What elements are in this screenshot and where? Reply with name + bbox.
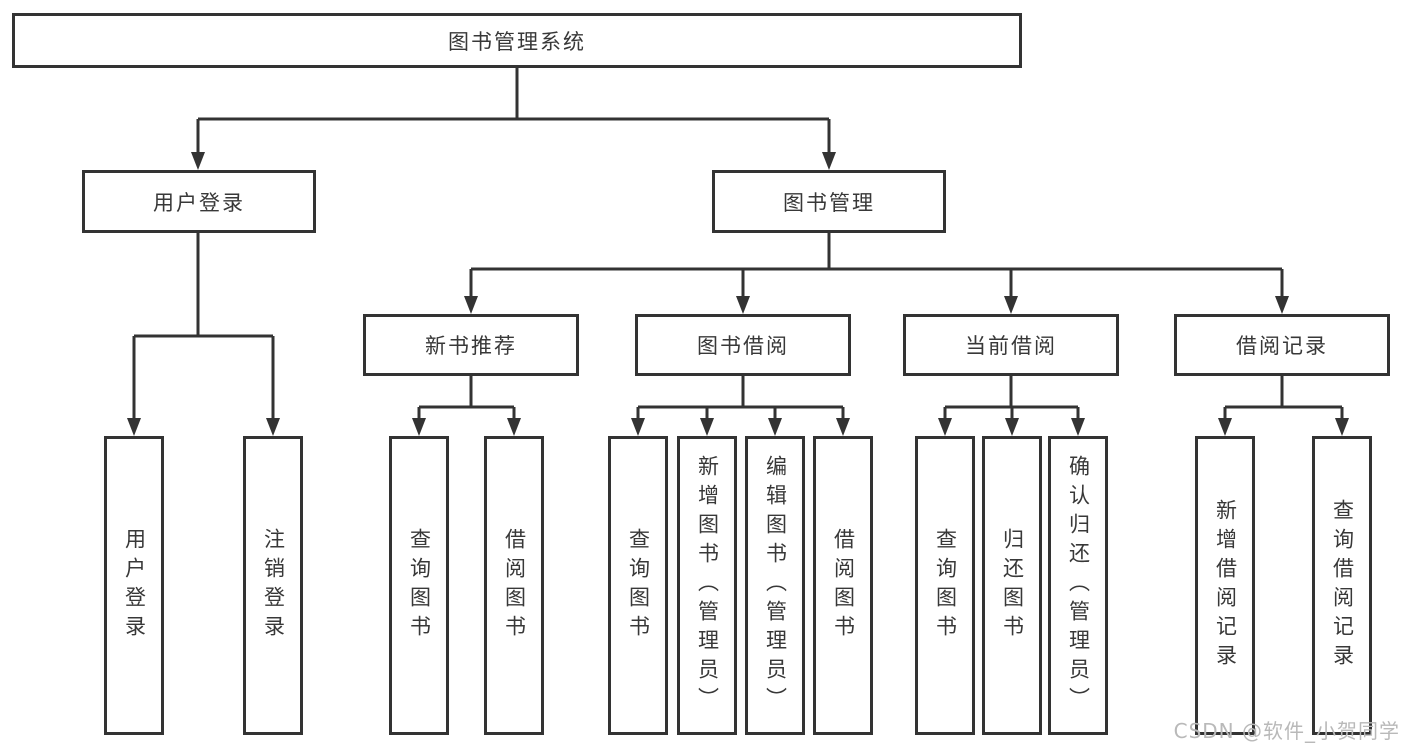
arrowhead-icon	[836, 418, 850, 436]
arrowhead-icon	[938, 418, 952, 436]
connector-recommend-to-leaves	[417, 376, 516, 422]
node-leaf-borrow-borrow-book-label: 借阅图书	[831, 527, 856, 644]
node-leaf-user-login: 用户登录	[104, 436, 164, 735]
node-leaf-current-return-book: 归还图书	[982, 436, 1042, 735]
arrowhead-icon	[127, 418, 141, 436]
node-leaf-logout: 注销登录	[243, 436, 303, 735]
node-borrow-records: 借阅记录	[1174, 314, 1390, 376]
node-user-login-label: 用户登录	[153, 190, 245, 215]
node-leaf-recommend-borrow-book: 借阅图书	[484, 436, 544, 735]
node-leaf-recommend-query-book-label: 查询图书	[407, 527, 432, 644]
node-leaf-current-confirm-return: 确认归还（管理员）	[1048, 436, 1108, 735]
node-leaf-current-query-book-label: 查询图书	[933, 527, 958, 644]
arrowhead-icon	[1071, 418, 1085, 436]
arrowhead-icon	[736, 296, 750, 314]
arrowhead-icon	[1005, 418, 1019, 436]
connector-current-to-leaves	[943, 376, 1080, 422]
node-current-borrow-label: 当前借阅	[965, 334, 1057, 358]
node-new-book-recommend-label: 新书推荐	[425, 334, 517, 358]
node-new-book-recommend: 新书推荐	[363, 314, 579, 376]
node-leaf-borrow-query-book-label: 查询图书	[626, 527, 651, 644]
arrowhead-icon	[631, 418, 645, 436]
node-leaf-borrow-add-book: 新增图书（管理员）	[677, 436, 737, 735]
node-leaf-borrow-add-book-label: 新增图书（管理员）	[695, 455, 720, 716]
node-leaf-records-add-record-label: 新增借阅记录	[1213, 498, 1238, 673]
node-leaf-current-confirm-return-label: 确认归还（管理员）	[1066, 455, 1091, 716]
node-leaf-records-query-record: 查询借阅记录	[1312, 436, 1372, 735]
node-root-label: 图书管理系统	[448, 29, 586, 54]
connector-root-to-level2	[196, 68, 831, 156]
node-leaf-current-return-book-label: 归还图书	[1000, 527, 1025, 644]
node-leaf-records-add-record: 新增借阅记录	[1195, 436, 1255, 735]
connector-borrow-to-leaves	[636, 376, 845, 422]
node-leaf-recommend-query-book: 查询图书	[389, 436, 449, 735]
node-book-management-label: 图书管理	[783, 190, 875, 215]
connector-book-management-to-level3	[469, 233, 1284, 300]
arrowhead-icon	[191, 152, 205, 170]
node-leaf-borrow-edit-book-label: 编辑图书（管理员）	[763, 455, 788, 716]
arrowhead-icon	[1218, 418, 1232, 436]
arrowhead-icon	[412, 418, 426, 436]
node-leaf-logout-label: 注销登录	[261, 527, 286, 644]
csdn-watermark: CSDN @软件_小贺同学	[1173, 719, 1400, 743]
node-leaf-user-login-label: 用户登录	[122, 527, 147, 644]
arrowhead-icon	[700, 418, 714, 436]
arrowhead-icon	[266, 418, 280, 436]
node-leaf-borrow-borrow-book: 借阅图书	[813, 436, 873, 735]
node-leaf-recommend-borrow-book-label: 借阅图书	[502, 527, 527, 644]
arrowhead-icon	[1004, 296, 1018, 314]
node-current-borrow: 当前借阅	[903, 314, 1119, 376]
node-leaf-current-query-book: 查询图书	[915, 436, 975, 735]
node-root: 图书管理系统	[12, 13, 1022, 68]
connector-records-to-leaves	[1223, 376, 1344, 422]
arrowhead-icon	[822, 152, 836, 170]
arrowhead-icon	[507, 418, 521, 436]
arrowhead-icon	[768, 418, 782, 436]
arrowhead-icon	[1275, 296, 1289, 314]
arrowhead-icon	[464, 296, 478, 314]
connector-user-login-to-leaves	[132, 233, 275, 422]
node-leaf-borrow-edit-book: 编辑图书（管理员）	[745, 436, 805, 735]
node-book-borrow: 图书借阅	[635, 314, 851, 376]
node-leaf-borrow-query-book: 查询图书	[608, 436, 668, 735]
node-leaf-records-query-record-label: 查询借阅记录	[1330, 498, 1355, 673]
node-book-management: 图书管理	[712, 170, 946, 233]
node-borrow-records-label: 借阅记录	[1236, 334, 1328, 358]
arrowhead-icon	[1335, 418, 1349, 436]
node-book-borrow-label: 图书借阅	[697, 334, 789, 358]
node-user-login: 用户登录	[82, 170, 316, 233]
